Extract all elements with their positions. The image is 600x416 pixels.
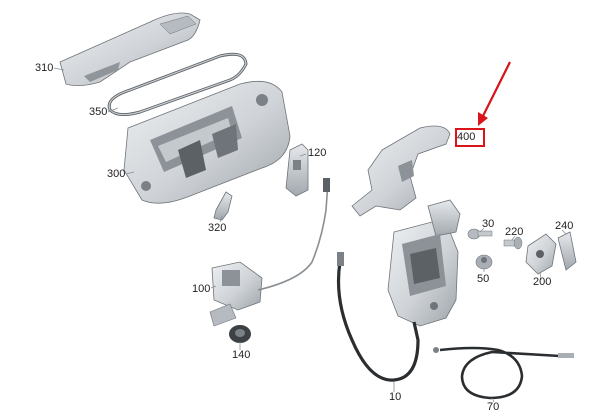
callout-200: 200 xyxy=(533,276,552,288)
callout-310: 310 xyxy=(35,62,54,74)
callout-240: 240 xyxy=(555,220,574,232)
callout-220: 220 xyxy=(505,226,524,238)
callout-320: 320 xyxy=(208,222,227,234)
outer-door-handle-310 xyxy=(59,12,201,86)
handle-carrier-300 xyxy=(123,80,291,204)
leader-lines xyxy=(53,67,567,403)
striker-200 xyxy=(525,233,557,275)
callout-50: 50 xyxy=(477,273,490,285)
highlight-box-400 xyxy=(455,128,485,147)
callout-100: 100 xyxy=(192,283,211,295)
cable-70 xyxy=(433,346,574,400)
callout-70: 70 xyxy=(487,401,500,413)
callout-300: 300 xyxy=(107,168,126,180)
cover-400 xyxy=(351,125,451,217)
callout-400: 400 xyxy=(457,131,476,143)
clip-240 xyxy=(557,231,577,271)
grommet-140 xyxy=(229,325,251,343)
callout-350: 350 xyxy=(89,106,108,118)
screw-30 xyxy=(467,228,493,240)
highlight-arrow xyxy=(478,61,511,126)
bracket-120 xyxy=(285,143,309,197)
grommet-50 xyxy=(475,254,493,270)
screw-220 xyxy=(503,236,523,250)
callout-140: 140 xyxy=(232,349,251,361)
callout-30: 30 xyxy=(482,218,495,230)
bowden-cable-10 xyxy=(336,252,420,382)
gasket-seal-350 xyxy=(107,52,248,117)
actuator-100 xyxy=(209,178,330,327)
door-lock-10 xyxy=(387,199,461,327)
callout-10: 10 xyxy=(389,391,402,403)
clip-320 xyxy=(213,191,233,221)
callout-120: 120 xyxy=(308,147,327,159)
